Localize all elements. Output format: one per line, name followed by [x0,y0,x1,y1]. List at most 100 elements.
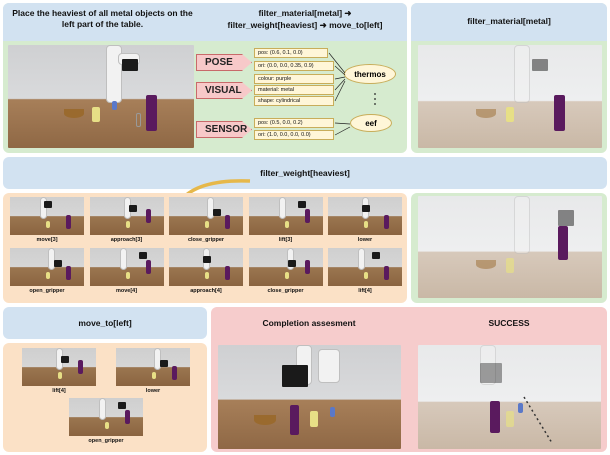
sensor-tag: SENSOR [196,121,252,138]
step-thumbnail: lower [328,197,402,243]
step-image [169,248,243,286]
step-label: lift[4] [358,288,372,294]
step-label: approach[4] [190,288,222,294]
middle-header [3,157,607,189]
yellow-can [284,272,289,279]
step-thumbnail: approach[4] [169,248,243,294]
step-thumbnail: lift[3] [248,197,323,243]
gripper [287,260,296,267]
thermos [66,215,71,229]
step-thumbnail: move[3] [10,197,84,243]
step-label: lift[4] [52,388,66,394]
robot-arm [119,248,127,270]
wine-glass [136,113,141,127]
yellow-can [506,107,514,122]
step-label: close_gripper [187,237,225,243]
program-line-2: filter_weight[heaviest] ➜ move_to[left] [227,20,383,30]
gripper [44,201,52,208]
attr-shape: shape: cylindrical [254,96,334,106]
step-image [89,197,164,235]
step-image [328,197,402,235]
step-image [169,197,243,235]
gripper [138,252,147,259]
blue-can [518,403,523,413]
step-image [248,197,323,235]
step-label: open_gripper [29,288,65,294]
thermos [125,410,130,424]
step-image [328,248,402,286]
step-image [89,248,164,286]
robot-arm [358,248,365,270]
yellow-can [46,221,50,228]
gripper [480,363,502,383]
scene-image-heaviest [418,196,602,298]
scene-image-completion [218,345,401,449]
blue-can [330,407,335,417]
step-image [10,248,84,286]
thermos [172,366,177,380]
robot-arm [278,197,286,219]
dotted-trajectory [523,396,553,444]
success-title: SUCCESS [488,318,530,328]
gripper [282,365,308,387]
thermos [554,95,565,131]
yellow-can [506,258,514,273]
top-left-header [3,3,407,41]
gripper [160,360,168,367]
robot-arm [480,345,496,385]
thermos [66,266,71,280]
robot-arm [40,197,47,219]
yellow-can [205,272,209,279]
attr-pos: pos: (0.6, 0.1, 0.0) [254,48,328,58]
step-thumbnail: close_gripper [169,197,243,243]
step-image [69,398,143,436]
robot-arm [48,248,55,270]
bowl [476,260,496,269]
thermos [384,266,389,280]
step-image [116,348,190,386]
gripper [118,402,126,409]
middle-title: filter_weight[heaviest] [260,168,350,178]
bowl [476,109,496,118]
scene-image-filtered [418,45,602,148]
yellow-can [364,272,368,279]
gripper [213,209,221,216]
blue-can [112,101,117,110]
step-thumbnail: approach[3] [89,197,164,243]
step-label: lift[3] [278,237,293,243]
step-thumbnail: lift[4] [328,248,402,294]
robot-arm [154,348,161,370]
thermos [304,209,310,223]
yellow-can [125,272,130,279]
gripper [61,356,69,363]
yellow-can [152,372,156,379]
robot-arm [207,197,214,219]
thermos [78,360,83,374]
step-label: lower [357,237,373,243]
gripper [297,201,306,208]
attr-colour: colour: purple [254,74,334,84]
step-label: move[3] [36,237,58,243]
robot-arm [99,398,106,420]
thermos [225,266,230,280]
attr-ori: ori: (0.0, 0.0, 0.35, 0.9) [254,61,334,71]
step-label: approach[3] [110,237,143,243]
step-image [10,197,84,235]
yellow-can [58,372,62,379]
yellow-can [310,411,318,427]
top-right-title: filter_material[metal] [467,16,551,26]
completion-title: Completion assesment [262,318,356,328]
yellow-can [205,221,209,228]
yellow-can [92,107,100,122]
step-thumbnail: lift[4] [22,348,96,394]
thermos [384,215,389,229]
scene-image-success [418,345,601,449]
gripper [128,205,137,212]
robot-arm [514,45,530,103]
robot-arm [286,248,294,270]
task-instruction: Place the heaviest of all metal objects … [12,8,193,29]
step-thumbnail: lower [116,348,190,394]
bowl [254,415,276,425]
step-thumbnail: move[4] [89,248,164,294]
pose-tag: POSE [196,54,252,71]
